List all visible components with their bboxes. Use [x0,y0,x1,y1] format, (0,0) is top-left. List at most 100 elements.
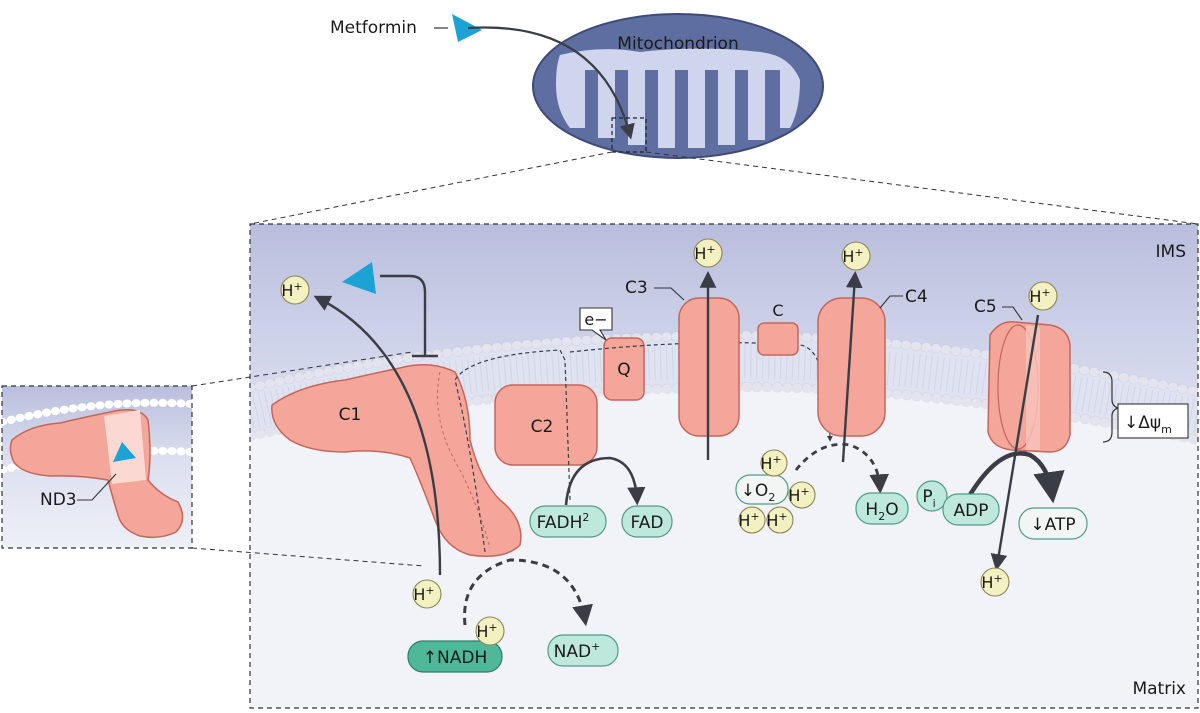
complex-4-label: C4 [905,287,928,307]
matrix-label: Matrix [1132,679,1186,699]
svg-text:H+: H+ [788,485,809,505]
complex-2-label: C2 [531,417,554,437]
oxygen-label: ↓O [741,481,769,501]
proton-c5-matrix: H+ [980,567,1010,597]
nadh-oxidation-arrow [463,558,593,627]
fadh2-oxidation-arrow [564,456,646,506]
complex-1-inner-outline [437,371,491,549]
complex-5-label: C5 [974,297,997,317]
proton-nadh: H+ [475,616,505,646]
mitochondrion-cristae [556,48,800,148]
oxygen-sub: 2 [768,491,775,504]
atp-badge: ↓ATP [1018,507,1088,540]
nadh-label: ↑NADH [423,648,487,668]
proton-oxygen-4: H+ [766,506,794,534]
nd3-inset-border [1,385,193,549]
cytochrome-c: C [757,301,799,356]
nadh-badge: ↑NADH [407,640,503,673]
fad-label: FAD [631,513,664,533]
metformin-complex1-icon [342,262,376,294]
complex-5: C5 [974,297,1071,453]
fadh2-label: FADH [537,513,583,533]
oxygen-reduction-arrow [794,442,889,494]
nad-badge: NAD+ [547,634,619,667]
inset-zoom-line-bottom [191,547,425,567]
svg-text:H+: H+ [738,510,759,530]
proton-oxygen-2: H+ [788,481,816,509]
proton-c1-matrix: H+ [412,579,442,609]
complex-1: C1 [271,364,522,557]
inner-membrane-band [250,335,1198,440]
complex-4: C4 [817,287,928,437]
nd3-label: ND3 [40,490,77,510]
nad-label: NAD [554,642,591,662]
c1-proton-arrow [313,295,442,576]
ims-label: IMS [1156,242,1186,262]
membrane-potential-label: ↓Δψ [1124,413,1161,433]
metformin-label: Metformin [330,18,417,38]
nd3-inset [2,386,192,548]
svg-text:H+: H+ [760,453,781,473]
svg-text:H+: H+ [766,510,787,530]
proton-c4-ims: H+ [841,241,871,271]
nad-plus: + [591,640,600,653]
svg-text:H+: H+ [981,572,1002,592]
mitochondrion: Mitochondrion [532,13,824,159]
oxygen-badge: ↓O2 [735,474,789,505]
svg-text:H+: H+ [281,280,302,300]
zoom-line-right [645,151,1199,225]
svg-text:H+: H+ [842,246,863,266]
inset-zoom-line-top [191,351,413,387]
water-sub: 2 [878,510,885,523]
adp-badge: ADP [942,493,1000,526]
svg-text:↓O2: ↓O2 [741,481,776,504]
fadh2-badge: FADH2 [529,505,607,538]
adp-label: ADP [954,501,989,521]
water-badge: H2O [855,492,909,525]
phosphate-badge: Pi [916,480,948,512]
water-h: H [865,500,878,520]
c4-proton-arrow [841,270,863,463]
membrane-potential-callout: ↓Δψm [1117,403,1189,439]
ubiquinone-label: Q [617,360,630,380]
membrane-panel-border [249,223,1199,709]
metformin-icon [452,14,482,42]
svg-text:H+: H+ [476,621,497,641]
svg-text:FADH2: FADH2 [537,511,590,533]
complex-1-label: C1 [339,405,362,425]
svg-text:H+: H+ [694,243,715,263]
electron-label: e− [584,310,607,329]
proton-c5-ims: H+ [1028,281,1058,311]
phosphate-label: P [922,487,932,507]
svg-text:H+: H+ [1029,286,1050,306]
metformin-entry-arrow [467,26,635,140]
proton-c1-ims: H+ [280,275,310,305]
nd3-label-connector [77,473,117,501]
nd3-metformin-icon [113,442,136,462]
electron-callout: e− [579,307,613,341]
zoom-region-box [611,117,647,153]
svg-text:↓Δψm: ↓Δψm [1124,413,1172,436]
atp-label: ↓ATP [1030,515,1075,535]
fad-badge: FAD [621,505,673,538]
cytochrome-c-label: C [772,301,783,320]
zoom-line-left [249,151,613,225]
water-o: O [885,500,898,520]
complex-2: C2 [494,384,598,466]
c1-inhibition-line [380,274,427,355]
ubiquinone: Q [603,337,645,401]
proton-c3-ims: H+ [693,238,723,268]
svg-text:Pi: Pi [922,487,935,510]
fadh2-sup: 2 [582,511,589,524]
complex-1-shape [271,364,522,557]
mitochondrion-label: Mitochondrion [617,34,738,54]
phosphate-sub: i [933,497,936,510]
svg-text:H+: H+ [413,584,434,604]
svg-text:H2O: H2O [865,500,898,523]
proton-oxygen-3: H+ [738,506,766,534]
complex-3-label: C3 [625,278,648,298]
atp-synthesis-arrow [966,451,1065,504]
membrane-potential-sub: m [1161,423,1172,436]
svg-text:NAD+: NAD+ [554,640,601,662]
